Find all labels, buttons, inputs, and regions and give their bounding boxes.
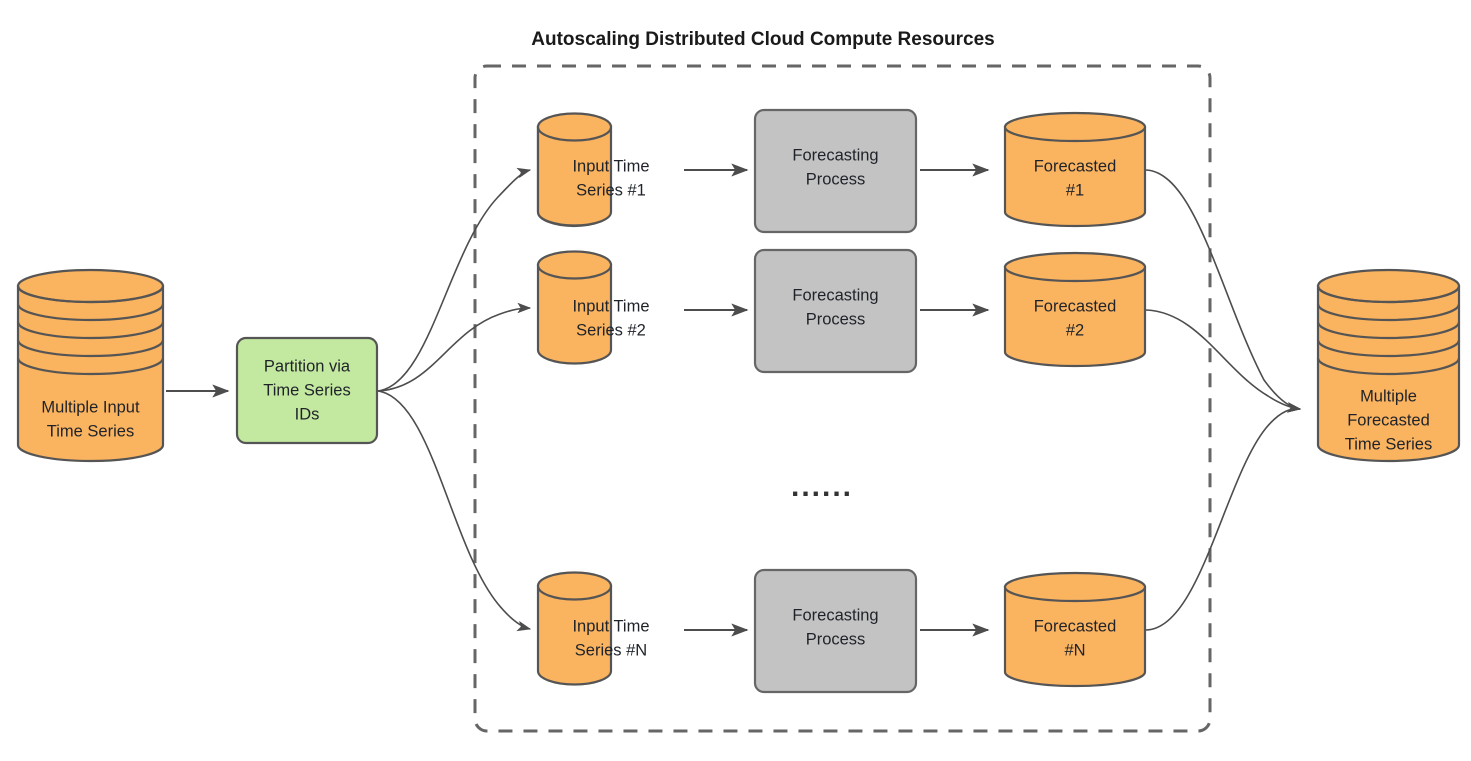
- input-cylinder-1[interactable]: Input Time Series #1: [536, 112, 650, 228]
- process-box-1[interactable]: Forecasting Process: [753, 108, 918, 234]
- diagram-title: Autoscaling Distributed Cloud Compute Re…: [531, 29, 994, 50]
- process-box-n[interactable]: Forecasting Process: [753, 568, 918, 694]
- edge-output-1-to-output-store: [1145, 169, 1302, 413]
- edge-partition-to-input-n: [377, 390, 532, 632]
- input-cylinder-2[interactable]: Input Time Series #2: [536, 250, 650, 365]
- row-n: Input Time Series #N Forecasting Process…: [536, 568, 1147, 694]
- input-store-cylinder[interactable]: Multiple Input Time Series: [16, 268, 165, 463]
- row-1: Input Time Series #1 Forecasting Process…: [536, 108, 1147, 234]
- autoscaling-region-boundary: [473, 64, 1212, 733]
- input-cylinder-n[interactable]: Input Time Series #N: [536, 571, 650, 686]
- output-cylinder-2[interactable]: Forecasted #2: [1003, 251, 1147, 368]
- row-2: Input Time Series #2 Forecasting Process…: [536, 248, 1147, 374]
- edge-output-2-to-output-store: [1145, 309, 1302, 413]
- output-cylinder-n[interactable]: Forecasted #N: [1003, 571, 1147, 688]
- process-box-2[interactable]: Forecasting Process: [753, 248, 918, 374]
- output-store-cylinder[interactable]: Multiple Forecasted Time Series: [1316, 268, 1461, 463]
- edge-output-n-to-output-store: [1145, 402, 1302, 631]
- edge-partition-to-input-2: [377, 302, 532, 392]
- output-cylinder-1[interactable]: Forecasted #1: [1003, 111, 1147, 228]
- partition-node[interactable]: Partition via Time Series IDs: [235, 336, 379, 445]
- edge-partition-to-input-1: [377, 167, 532, 392]
- ellipsis-indicator: ......: [791, 470, 853, 503]
